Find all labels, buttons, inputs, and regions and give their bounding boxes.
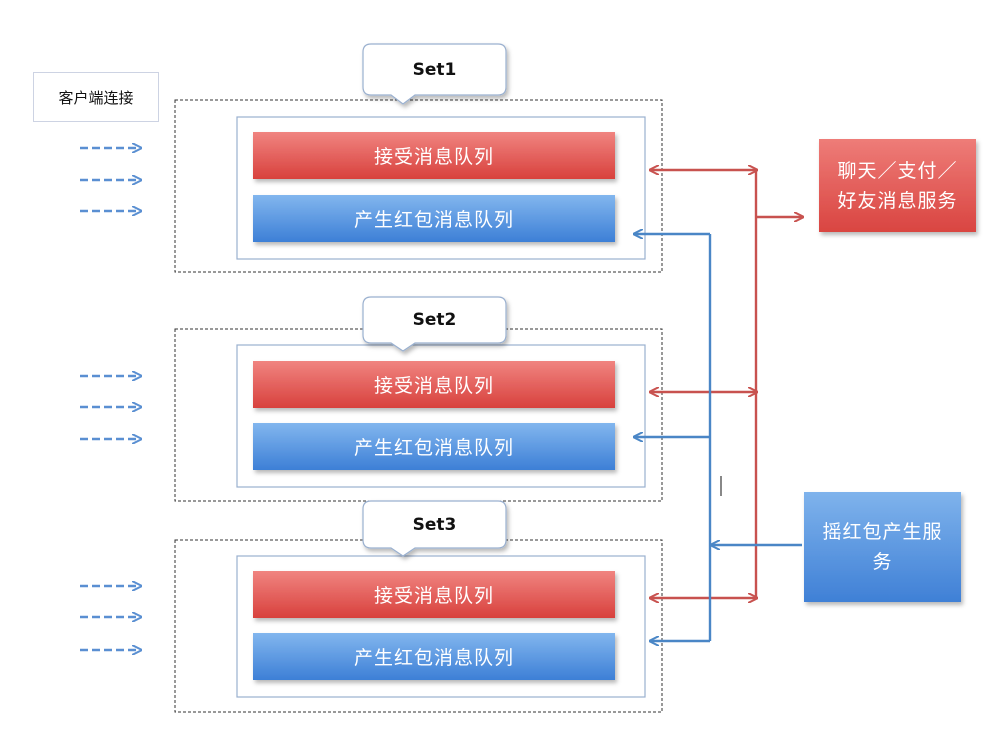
red-connector-lines <box>651 170 802 598</box>
set-2-redpacket-queue-label: 产生红包消息队列 <box>353 437 514 459</box>
client-connection-label: 客户端连接 <box>33 72 159 122</box>
set-1-dashed-border <box>174 99 663 273</box>
redpacket-service-line-1: 摇红包产生服 <box>822 521 943 543</box>
chat-service-line-1: 聊天／支付／ <box>837 159 958 182</box>
set-1-group <box>174 43 663 273</box>
set-2-title: Set2 <box>412 310 457 330</box>
redpacket-generation-service-label: 摇红包产生服 务 <box>804 492 961 602</box>
blue-connector-lines <box>635 234 802 641</box>
set-3-redpacket-queue-bar <box>253 633 615 680</box>
set-3-group <box>174 500 663 713</box>
set-2-redpacket-queue-bar <box>253 423 615 470</box>
set-1-receive-queue-bar <box>253 132 615 179</box>
set-3-title: Set3 <box>412 514 457 535</box>
redpacket-generation-service-box <box>804 492 961 602</box>
set-2-group <box>174 296 663 502</box>
client-dashed-arrows <box>80 148 140 650</box>
chat-payment-friend-service-box <box>819 139 976 232</box>
set-1-callout <box>362 43 507 105</box>
set-1-receive-queue-label: 接受消息队列 <box>373 146 494 168</box>
set-2-receive-queue-label: 接受消息队列 <box>373 375 494 397</box>
chat-payment-friend-service-label: 聊天／支付／ 好友消息服务 <box>819 139 976 232</box>
set-3-callout <box>362 500 507 557</box>
set-1-redpacket-queue-label: 产生红包消息队列 <box>353 209 514 231</box>
set-2-receive-queue-bar <box>253 361 615 408</box>
redpacket-service-line-2: 务 <box>872 551 893 573</box>
set-3-receive-queue-bar <box>253 571 615 618</box>
set-1-title: Set1 <box>412 59 457 80</box>
set-2-callout <box>362 296 507 352</box>
chat-service-line-2: 好友消息服务 <box>837 189 958 212</box>
set-3-receive-queue-label: 接受消息队列 <box>373 585 494 607</box>
set-3-dashed-border <box>174 539 663 713</box>
set-3-redpacket-queue-label: 产生红包消息队列 <box>353 647 514 669</box>
set-1-redpacket-queue-bar <box>253 195 615 242</box>
